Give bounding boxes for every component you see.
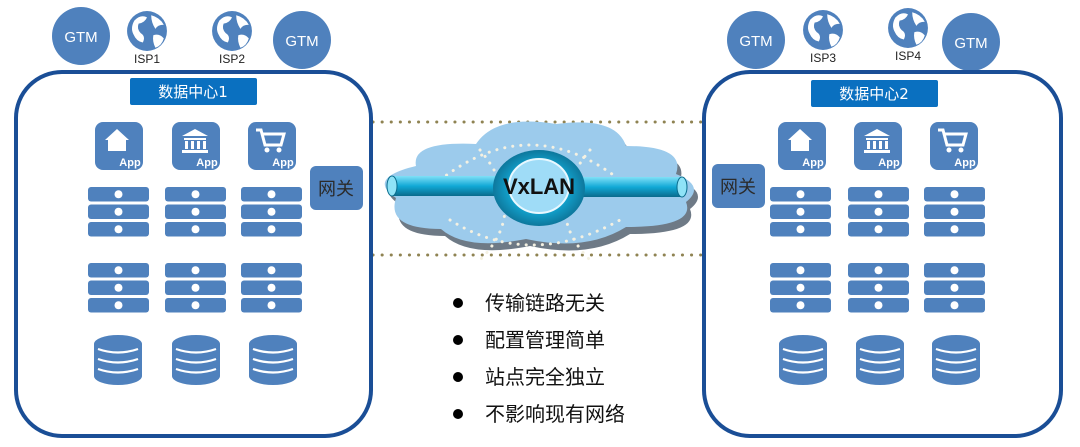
datacenter-title-bg	[811, 80, 938, 107]
bullet-dot-icon	[453, 335, 463, 345]
gtm-label: GTM	[285, 33, 318, 50]
gateway-label: 网关	[318, 179, 354, 200]
gateway-box	[712, 164, 765, 208]
datacenter-border	[14, 70, 373, 438]
app-tile: App	[248, 122, 296, 170]
globe-icon	[212, 11, 252, 51]
app-tile: App	[854, 122, 902, 170]
gtm-label: GTM	[64, 29, 97, 46]
feature-item: 站点完全独立	[485, 365, 605, 389]
isp-node: ISP4	[888, 8, 928, 63]
database-icon	[932, 335, 980, 385]
app-tile: App	[95, 122, 143, 170]
app-label: App	[802, 157, 824, 169]
gateway-box	[310, 166, 363, 210]
server-rack-icon	[165, 187, 226, 237]
datacenter-title-bg	[130, 78, 257, 105]
isp-node: ISP3	[803, 10, 843, 65]
server-rack-icon	[88, 263, 149, 313]
app-tile: App	[778, 122, 826, 170]
app-tile: App	[930, 122, 978, 170]
server-rack-icon	[88, 187, 149, 237]
bank-icon	[182, 129, 208, 153]
globe-icon	[888, 8, 928, 48]
database-icon	[856, 335, 904, 385]
isp-label: ISP3	[810, 51, 836, 65]
server-rack-icon	[924, 187, 985, 237]
feature-item: 配置管理简单	[485, 328, 605, 352]
server-rack-icon	[848, 263, 909, 313]
bullet-dot-icon	[453, 372, 463, 382]
datacenter-1: GTM GTM ISP1 ISP2 数据中心1 网关 App App App	[14, 7, 373, 438]
database-icon	[779, 335, 827, 385]
isp-node: ISP1	[127, 11, 167, 66]
bullet-dot-icon	[453, 409, 463, 419]
bullet-dot-icon	[453, 298, 463, 308]
globe-icon	[127, 11, 167, 51]
isp-label: ISP1	[134, 52, 160, 66]
globe-icon	[803, 10, 843, 50]
server-rack-icon	[770, 263, 831, 313]
database-icon	[172, 335, 220, 385]
isp-label: ISP2	[219, 52, 245, 66]
datacenter-2: GTM GTM ISP3 ISP4 数据中心2 网关 App App App	[702, 8, 1063, 438]
app-label: App	[272, 157, 294, 169]
tunnel-right	[572, 177, 682, 197]
app-label: App	[954, 157, 976, 169]
server-rack-icon	[770, 187, 831, 237]
server-rack-icon	[848, 187, 909, 237]
server-rack-icon	[924, 263, 985, 313]
database-icon	[94, 335, 142, 385]
isp-label: ISP4	[895, 49, 921, 63]
datacenter-title: 数据中心2	[839, 85, 909, 103]
tunnel-left	[392, 176, 502, 196]
app-label: App	[878, 157, 900, 169]
feature-item: 不影响现有网络	[485, 402, 625, 426]
app-label: App	[196, 157, 218, 169]
server-rack-icon	[165, 263, 226, 313]
datacenter-title: 数据中心1	[158, 83, 228, 101]
gtm-label: GTM	[954, 35, 987, 52]
server-rack-icon	[241, 187, 302, 237]
gtm-node: GTM	[273, 11, 331, 69]
gateway-label: 网关	[720, 177, 756, 198]
feature-item: 传输链路无关	[485, 291, 605, 315]
app-label: App	[119, 157, 141, 169]
vxlan-label: VxLAN	[503, 174, 575, 199]
bank-icon	[864, 129, 890, 153]
database-icon	[249, 335, 297, 385]
gtm-node: GTM	[727, 11, 785, 69]
gtm-node: GTM	[52, 7, 110, 65]
server-rack-icon	[241, 263, 302, 313]
cart-icon	[256, 128, 286, 153]
home-icon	[105, 129, 129, 151]
cart-icon	[938, 128, 968, 153]
gtm-node: GTM	[942, 13, 1000, 71]
gtm-label: GTM	[739, 33, 772, 50]
datacenter-border	[702, 70, 1063, 438]
isp-node: ISP2	[212, 11, 252, 66]
app-tile: App	[172, 122, 220, 170]
home-icon	[788, 129, 812, 151]
